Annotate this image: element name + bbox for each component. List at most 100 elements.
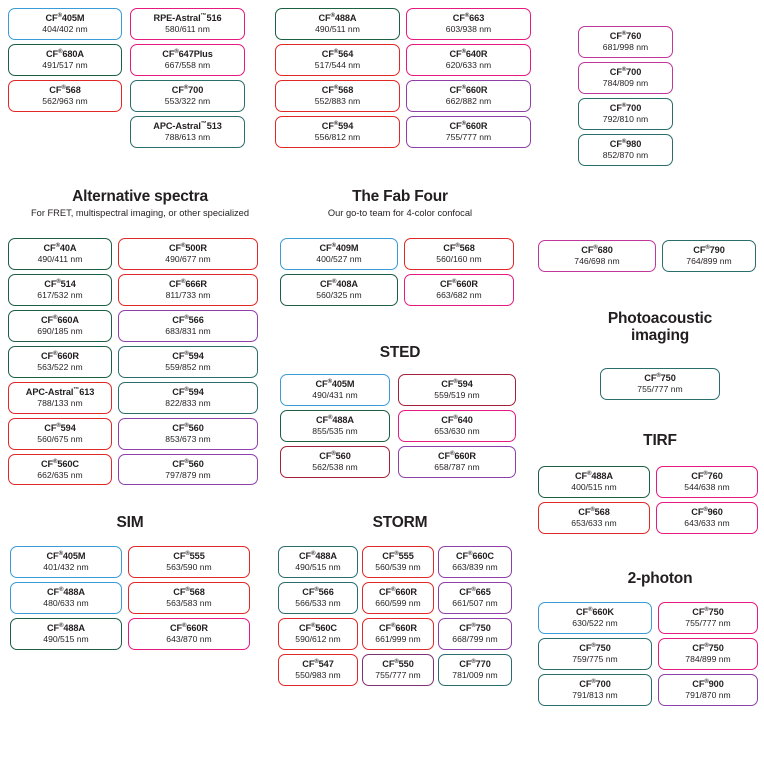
dye-spectra: 553/322 nm <box>164 96 211 107</box>
dye-name: CF®550 <box>382 658 414 669</box>
dye-spectra: 788/613 nm <box>164 132 211 143</box>
section-heading-tirf: TIRF <box>560 432 760 450</box>
dye-spectra: 663/839 nm <box>452 562 498 573</box>
dye-name: CF®564 <box>321 48 354 59</box>
alternative-spectra-title: Alternative spectra <box>72 188 208 205</box>
dye-name: CF®568 <box>321 84 354 95</box>
dye-name: CF®514 <box>44 278 76 289</box>
trademark-symbol: ® <box>450 450 455 457</box>
section-heading-two-photon: 2-photon <box>560 570 760 588</box>
dye-name: CF®405M <box>45 12 85 23</box>
trademark-symbol: ® <box>588 606 593 613</box>
dye-name: CF®560 <box>172 422 204 433</box>
trademark-symbol: ® <box>656 372 661 379</box>
dye-spectra: 755/777 nm <box>375 670 421 681</box>
dye-name: CF®566 <box>172 314 204 325</box>
trademark-symbol: ® <box>183 84 189 91</box>
dye-spectra: 759/775 nm <box>572 654 618 665</box>
trademark-symbol: ® <box>471 658 476 665</box>
trademark-symbol: ® <box>61 84 66 91</box>
dye-spectra: 662/882 nm <box>445 96 492 107</box>
trademark-symbol: ® <box>452 278 457 285</box>
dye-spectra: 491/517 nm <box>42 60 88 71</box>
